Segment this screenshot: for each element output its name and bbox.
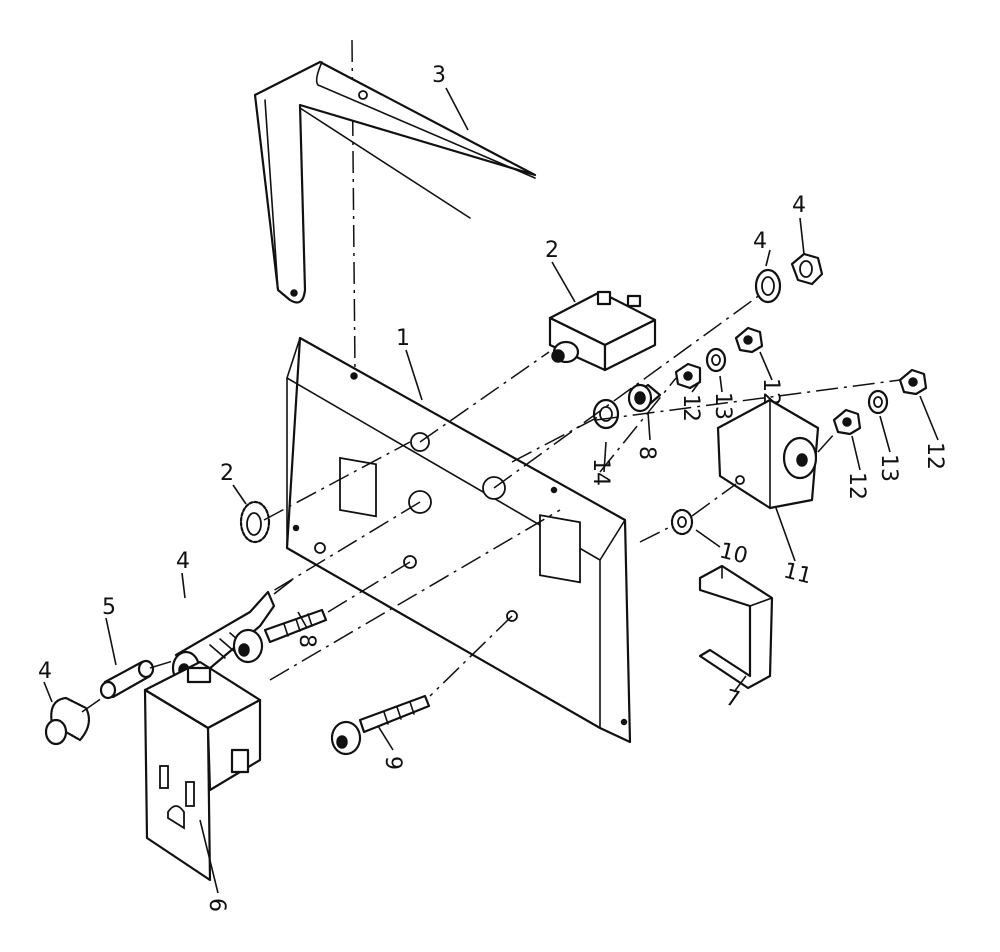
panel-cutout-lower (539, 514, 581, 584)
front-panel (285, 336, 632, 744)
top-bracket (253, 60, 537, 304)
callout-11: 11 (781, 558, 814, 589)
callout-13-b: 13 (876, 454, 901, 482)
callout-14: 14 (588, 458, 613, 486)
power-receptacle (143, 660, 262, 882)
lock-washer-a (705, 347, 727, 373)
hex-nut-d (898, 368, 928, 396)
angle-bracket (716, 398, 820, 510)
callout-9: 9 (380, 756, 405, 770)
callout-4-nut: 4 (792, 193, 806, 218)
panel-cutout-upper (339, 456, 377, 518)
callout-4-holder: 4 (176, 549, 190, 574)
hex-nut-c (832, 408, 862, 436)
callout-12-b: 12 (758, 378, 783, 406)
fuse-holder-nut (790, 252, 824, 286)
hex-nut-a (674, 362, 702, 390)
callout-3: 3 (432, 63, 446, 88)
bushing-large (592, 398, 620, 430)
callouts: 1 2 2 3 4 4 4 4 5 6 7 8 8 9 10 11 12 12 … (38, 63, 947, 912)
bushing-medium (627, 383, 662, 413)
knurled-screw-lower (330, 694, 431, 756)
spring-clip (698, 564, 774, 690)
rocker-switch (548, 290, 657, 372)
callout-2-switch: 2 (545, 238, 559, 263)
hex-nut-b (734, 326, 764, 354)
callout-12-c: 12 (844, 472, 869, 500)
callout-8-screw: 8 (294, 634, 319, 648)
fuse-holder-washer (754, 268, 782, 304)
callout-12-a: 12 (678, 394, 703, 422)
assembly-axes (81, 291, 901, 713)
callout-7: 7 (723, 685, 743, 713)
switch-ring-nut (239, 500, 271, 544)
fuse (99, 659, 155, 700)
callout-10: 10 (717, 538, 750, 569)
callout-4-washer: 4 (753, 229, 767, 254)
fuse-cap (44, 696, 91, 746)
star-washer (670, 508, 694, 536)
callout-8-bushing: 8 (634, 446, 659, 460)
callout-13-a: 13 (710, 392, 735, 420)
callout-12-d: 12 (922, 442, 947, 470)
leader-lines (43, 87, 939, 894)
callout-2-ring: 2 (220, 461, 234, 486)
lock-washer-b (867, 389, 889, 415)
callout-6: 6 (204, 898, 229, 912)
callout-4-cap: 4 (38, 659, 52, 684)
knurled-screw-upper (232, 608, 328, 664)
callout-5: 5 (102, 595, 116, 620)
callout-1: 1 (396, 326, 410, 351)
